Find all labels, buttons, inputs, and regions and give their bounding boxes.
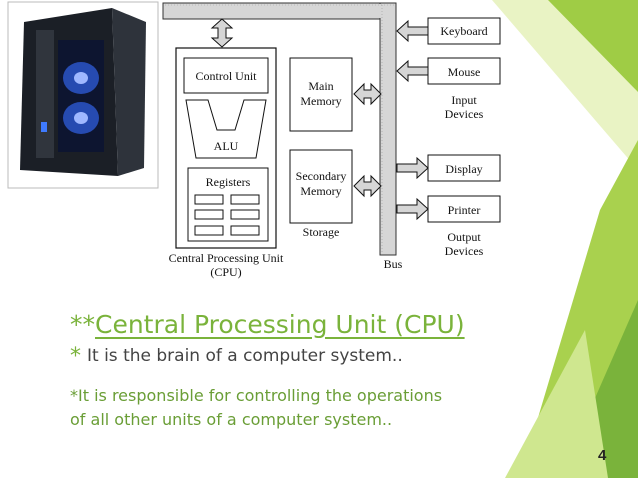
slide-title: **Central Processing Unit (CPU): [70, 310, 465, 339]
input-devices-label-2: Devices: [445, 107, 484, 121]
secondary-memory-label-1: Secondary: [296, 169, 347, 183]
cpu-bus-arrow: [210, 18, 234, 48]
secondary-memory-box: [289, 149, 353, 224]
input-arrows: [396, 19, 429, 83]
mouse-label: Mouse: [448, 65, 481, 79]
bullet-line-2: *It is responsible for controlling the o…: [70, 386, 443, 405]
bullet-star: *: [70, 344, 81, 369]
main-memory-label-1: Main: [308, 79, 333, 93]
title-text: Central Processing Unit (CPU): [95, 310, 465, 339]
mouse-box: [427, 57, 501, 85]
memory-bus-arrows: [353, 82, 382, 198]
bullet-line-1-text: It is the brain of a computer system..: [87, 346, 403, 366]
display-label: Display: [445, 162, 482, 176]
bus-label: Bus: [384, 257, 403, 271]
input-devices-label-1: Input: [451, 93, 477, 107]
bullet-line-1: * It is the brain of a computer system..: [70, 344, 403, 369]
output-arrows: [396, 156, 429, 221]
control-unit-box: [183, 57, 269, 94]
display-box: [427, 154, 501, 182]
alu-label: ALU: [214, 139, 239, 153]
control-unit-label: Control Unit: [195, 69, 257, 83]
register-cells: [194, 194, 260, 236]
storage-label: Storage: [303, 225, 340, 239]
printer-label: Printer: [448, 203, 481, 217]
cpu-caption-line2: (CPU): [210, 265, 241, 279]
system-bus: [162, 2, 397, 256]
secondary-memory-label-2: Memory: [300, 184, 341, 198]
main-memory-box: [289, 57, 353, 132]
computer-tower-icon: [7, 1, 159, 189]
printer-box: [427, 195, 501, 223]
output-devices-label-1: Output: [447, 230, 481, 244]
title-prefix: **: [70, 310, 95, 339]
alu-shape: [185, 99, 267, 159]
main-memory-label-2: Memory: [300, 94, 341, 108]
output-devices-label-2: Devices: [445, 244, 484, 258]
cpu-caption-line1: Central Processing Unit: [169, 251, 284, 265]
keyboard-label: Keyboard: [440, 24, 487, 38]
page-number: 4: [598, 447, 607, 464]
bullet-line-3: of all other units of a computer system.…: [70, 410, 393, 429]
registers-label: Registers: [206, 175, 251, 189]
